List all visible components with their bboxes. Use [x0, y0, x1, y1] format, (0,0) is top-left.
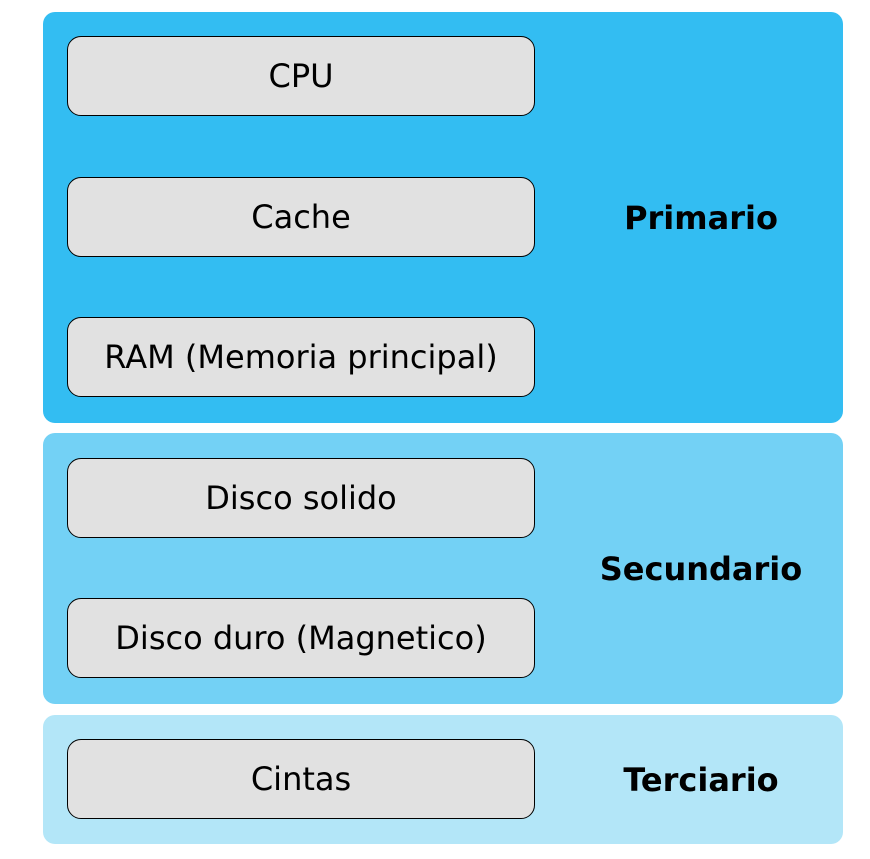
- storage-box-disco-solido: Disco solido: [67, 458, 535, 538]
- storage-box-disco-duro: Disco duro (Magnetico): [67, 598, 535, 678]
- storage-box-cache: Cache: [67, 177, 535, 257]
- tier-label-terciario: Terciario: [623, 761, 779, 799]
- storage-box-ram: RAM (Memoria principal): [67, 317, 535, 397]
- tier-primario: CPU Cache RAM (Memoria principal) Primar…: [43, 12, 843, 423]
- tier-label-primario: Primario: [624, 199, 778, 237]
- tier-secundario: Disco solido Disco duro (Magnetico) Secu…: [43, 433, 843, 704]
- storage-box-cintas: Cintas: [67, 739, 535, 819]
- tier-terciario: Cintas Terciario: [43, 715, 843, 844]
- tier-label-secundario: Secundario: [599, 550, 803, 588]
- storage-box-cpu: CPU: [67, 36, 535, 116]
